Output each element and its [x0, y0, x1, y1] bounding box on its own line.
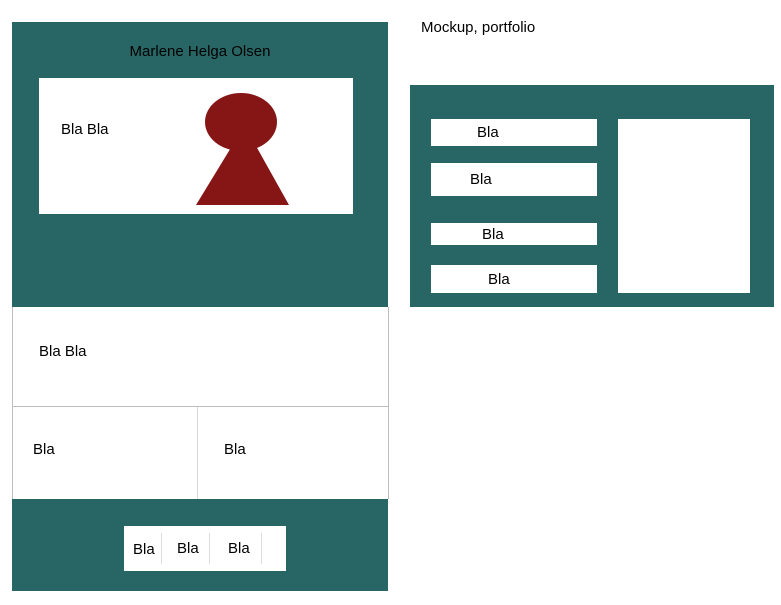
portfolio-button[interactable]: Bla — [431, 119, 597, 146]
column-right-text: Bla — [224, 441, 246, 458]
footer-nav-item[interactable]: Bla — [228, 540, 250, 557]
portfolio-button[interactable]: Bla — [431, 265, 597, 293]
hero-card-text: Bla Bla — [61, 121, 109, 138]
portfolio-button[interactable]: Bla — [431, 163, 597, 196]
two-column-section: Bla Bla — [12, 407, 389, 499]
mockup-label: Mockup, portfolio — [421, 19, 536, 36]
about-section: Bla Bla — [12, 307, 389, 407]
portfolio-button[interactable]: Bla — [431, 223, 597, 245]
column-divider — [197, 407, 198, 499]
portfolio-preview-box — [618, 119, 750, 293]
footer-nav-divider — [209, 533, 210, 564]
footer-nav-item[interactable]: Bla — [177, 540, 199, 557]
footer-nav-divider — [161, 533, 162, 564]
person-silhouette-icon — [196, 93, 289, 205]
site-owner-name: Marlene Helga Olsen — [129, 43, 271, 60]
column-left-text: Bla — [33, 441, 55, 458]
about-text: Bla Bla — [39, 343, 87, 360]
hero-card: Bla Bla — [39, 78, 353, 214]
footer-nav-divider — [261, 533, 262, 564]
footer-nav-item[interactable]: Bla — [133, 541, 155, 558]
footer-nav: Bla Bla Bla — [124, 526, 286, 571]
